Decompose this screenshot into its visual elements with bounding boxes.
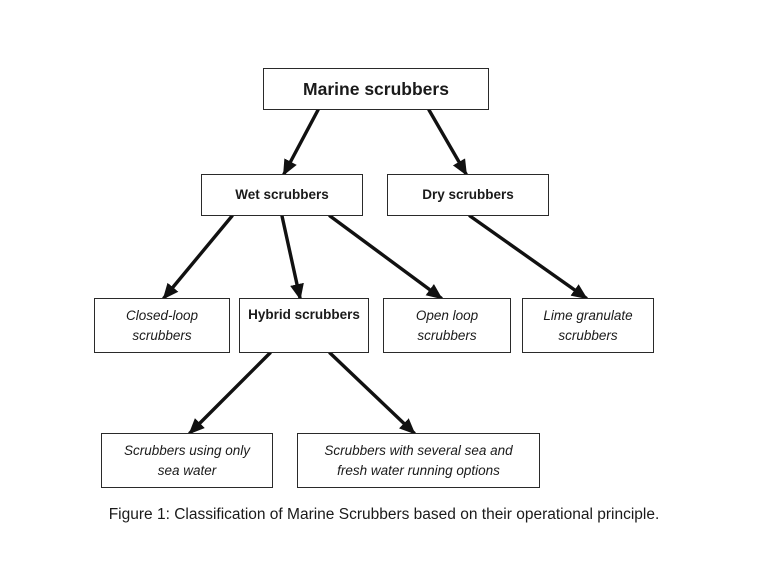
arrow-wet-to-hybrid: [280, 214, 304, 300]
node-hybrid-scrubbers-label: Hybrid scrubbers: [248, 307, 360, 322]
node-open-loop-scrubbers: Open loop scrubbers: [383, 298, 511, 353]
arrow-root-to-wet: [282, 108, 320, 176]
arrow-wet-to-open-loop: [328, 214, 443, 300]
node-several-line1: Scrubbers with several sea and: [324, 442, 513, 458]
node-lime-line2: scrubbers: [558, 327, 618, 343]
node-dry-scrubbers-label: Dry scrubbers: [422, 187, 514, 202]
node-scrubbers-several-options: Scrubbers with several sea and fresh wat…: [297, 433, 540, 488]
figure-caption: Figure 1: Classification of Marine Scrub…: [108, 506, 660, 523]
node-lime-granulate-scrubbers: Lime granulate scrubbers: [522, 298, 654, 353]
node-closed-loop-scrubbers: Closed-loop scrubbers: [94, 298, 230, 353]
node-closed-loop-line2: scrubbers: [132, 327, 192, 343]
node-sea-only-line1: Scrubbers using only: [123, 442, 251, 458]
node-dry-scrubbers: Dry scrubbers: [387, 174, 549, 216]
node-open-loop-line1: Open loop: [415, 307, 479, 323]
arrow-hybrid-to-sea-only: [188, 351, 272, 435]
node-scrubbers-sea-water-only: Scrubbers using only sea water: [101, 433, 273, 488]
node-open-loop-line2: scrubbers: [417, 327, 477, 343]
arrow-dry-to-lime: [468, 214, 588, 300]
node-wet-scrubbers: Wet scrubbers: [201, 174, 363, 216]
arrow-wet-to-closed-loop: [162, 214, 234, 300]
node-wet-scrubbers-label: Wet scrubbers: [235, 187, 329, 202]
node-sea-only-line2: sea water: [157, 462, 217, 478]
node-marine-scrubbers-label: Marine scrubbers: [303, 79, 449, 99]
node-closed-loop-line1: Closed-loop: [125, 307, 199, 323]
node-several-line2: fresh water running options: [337, 462, 500, 478]
arrow-root-to-dry: [427, 108, 468, 176]
arrow-hybrid-to-several: [328, 351, 416, 435]
node-marine-scrubbers: Marine scrubbers: [263, 68, 489, 110]
node-lime-line1: Lime granulate: [543, 307, 633, 323]
node-hybrid-scrubbers: Hybrid scrubbers: [239, 298, 369, 353]
